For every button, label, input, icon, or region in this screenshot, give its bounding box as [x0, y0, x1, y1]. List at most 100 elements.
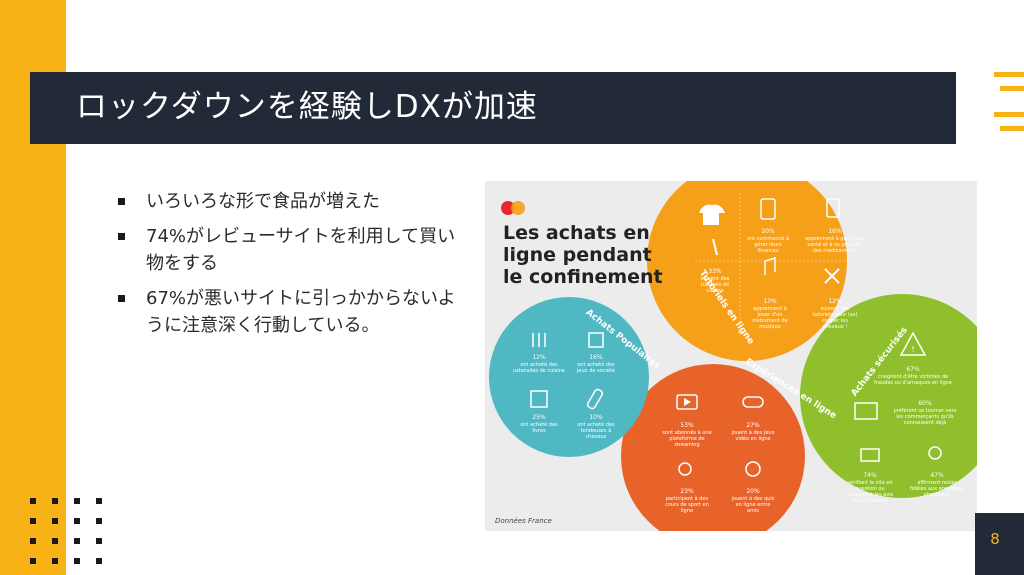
title-bar	[30, 72, 956, 144]
svg-text:participent à des: participent à des	[666, 495, 709, 502]
popular-item-clippers: 10% ont acheté des tondeuses à cheveux	[577, 388, 615, 440]
right-deco-lines	[994, 72, 1024, 152]
experience-item-video-games: 27% jouent à des jeux vidéo en ligne	[730, 396, 775, 442]
svg-text:vérifient le site en: vérifient le site en	[847, 479, 892, 486]
svg-text:apprennent à: apprennent à	[753, 305, 787, 312]
slide-title: ロックダウンを経験しDXが加速	[76, 89, 538, 125]
svg-text:fidèles aux enseignes: fidèles aux enseignes	[910, 485, 965, 492]
infographic-footer: Données France	[495, 517, 552, 525]
secure-item-fraud: ! 67% craignent d'être victimes de fraud…	[874, 331, 952, 386]
svg-text:des acheteurs: des acheteurs	[852, 498, 888, 504]
svg-text:74%: 74%	[863, 472, 877, 479]
svg-text:ont acheté des: ont acheté des	[520, 421, 558, 428]
svg-text:12%: 12%	[828, 298, 842, 305]
bullet-item: 74%がレビューサイトを利用して買い物をする	[118, 223, 458, 277]
svg-text:physiques.: physiques.	[924, 492, 951, 498]
grid-dot	[96, 498, 102, 504]
svg-text:jouer d'un: jouer d'un	[756, 312, 782, 318]
bike-icon	[678, 462, 692, 476]
svg-text:préfèrent se tourner vers: préfèrent se tourner vers	[894, 407, 957, 414]
grid-dot	[74, 538, 80, 544]
bullet-item: 67%が悪いサイトに引っかからないように注意深く行動している。	[118, 285, 458, 339]
svg-text:ont acheté des: ont acheté des	[577, 421, 615, 428]
svg-text:des médicaments: des médicaments	[813, 247, 858, 254]
tutorial-item-music: 13% apprennent à jouer d'un instrument d…	[752, 256, 788, 330]
svg-text:jouent à des jeux: jouent à des jeux	[730, 429, 774, 436]
svg-text:gérer leurs: gérer leurs	[754, 241, 782, 248]
svg-text:tondeuses à: tondeuses à	[581, 427, 612, 434]
decorative-dot-grid	[30, 498, 120, 575]
svg-text:47%: 47%	[930, 472, 944, 479]
online-experiences-circle	[621, 364, 805, 531]
bullet-square-icon	[118, 198, 125, 205]
svg-text:jouent à des quiz: jouent à des quiz	[731, 495, 775, 502]
gamepad-icon	[742, 396, 764, 408]
bullet-list: いろいろな形で食品が増えた 74%がレビューサイトを利用して買い物をする 67%…	[118, 188, 458, 347]
play-icon	[676, 394, 698, 410]
grid-dot	[96, 538, 102, 544]
tutorial-item-cooking: 33% suivent des tutoriels de cuisine	[699, 204, 730, 294]
grid-dot	[74, 498, 80, 504]
svg-text:60%: 60%	[918, 400, 932, 407]
grid-dot	[96, 558, 102, 564]
svg-text:!: !	[911, 345, 914, 354]
svg-text:craignent d'être victimes de: craignent d'être victimes de	[878, 373, 948, 380]
svg-text:16%: 16%	[828, 228, 842, 235]
bullet-text: 74%がレビューサイトを利用して買い物をする	[146, 226, 456, 274]
chef-hat-icon	[699, 204, 725, 225]
svg-text:santé et à se procurer: santé et à se procurer	[807, 241, 863, 248]
grid-dot	[52, 538, 58, 544]
shop-icon	[854, 402, 878, 420]
svg-text:connaissent déjà: connaissent déjà	[904, 419, 946, 426]
svg-text:fraudes ou d'arnaques en ligne: fraudes ou d'arnaques en ligne	[874, 380, 952, 386]
svg-text:53%: 53%	[680, 422, 694, 429]
tutorial-item-haircut: 12% suivent des tutoriels pour (se) coup…	[813, 268, 858, 330]
svg-text:affirment rester: affirment rester	[917, 480, 957, 486]
scissors-icon	[824, 268, 840, 284]
tutorial-item-health: 16% apprennent à gérer leur santé et à s…	[805, 198, 866, 254]
svg-text:cuisine: cuisine	[706, 288, 724, 294]
bullet-square-icon	[118, 233, 125, 240]
svg-text:amis: amis	[747, 508, 759, 514]
grid-dot	[52, 558, 58, 564]
svg-text:streaming: streaming	[674, 442, 699, 448]
bullet-text: 67%が悪いサイトに引っかからないように注意深く行動している。	[146, 288, 456, 336]
svg-text:couper les: couper les	[822, 318, 848, 324]
warning-icon	[899, 331, 927, 356]
svg-text:consultent les avis: consultent les avis	[847, 492, 894, 498]
tutorials-circle	[647, 181, 847, 361]
bullet-square-icon	[118, 295, 125, 302]
svg-text:suivent des: suivent des	[821, 306, 850, 312]
grid-dot	[30, 518, 36, 524]
svg-text:33%: 33%	[708, 268, 722, 275]
secure-item-physical-stores: 47% affirment rester fidèles aux enseign…	[910, 446, 965, 498]
brand-logo-red-icon	[501, 201, 515, 215]
svg-text:jeux de société: jeux de société	[576, 367, 615, 374]
svg-text:sont abonnés à une: sont abonnés à une	[662, 429, 711, 436]
music-note-icon	[764, 256, 776, 275]
svg-text:12%: 12%	[532, 354, 546, 361]
quiz-icon	[745, 461, 761, 477]
popular-item-books: 25% ont acheté des livres	[520, 390, 558, 434]
brand-logo-orange-icon	[511, 201, 525, 215]
svg-text:ont acheté des: ont acheté des	[520, 361, 558, 368]
secure-item-known-merchants: 60% préfèrent se tourner vers les commer…	[854, 400, 957, 426]
svg-text:apprennent à gérer leur: apprennent à gérer leur	[805, 235, 866, 242]
svg-text:10%: 10%	[589, 414, 603, 421]
svg-text:20%: 20%	[746, 488, 760, 495]
secure-item-reviews: 74% vérifient le site en question ou con…	[847, 448, 894, 504]
svg-text:finances: finances	[758, 248, 779, 254]
svg-text:ligne: ligne	[681, 508, 693, 514]
svg-text:plateforme de: plateforme de	[669, 436, 704, 442]
svg-text:23%: 23%	[680, 488, 694, 495]
svg-text:suivent des: suivent des	[701, 276, 730, 282]
svg-text:16%: 16%	[589, 354, 603, 361]
svg-text:ont commencé à: ont commencé à	[747, 235, 789, 242]
svg-text:tutoriels pour (se): tutoriels pour (se)	[813, 312, 858, 318]
svg-text:cheveux !: cheveux !	[823, 324, 848, 330]
experience-item-sport: 23% participent à des cours de sport en …	[665, 462, 709, 514]
bullet-text: いろいろな形で食品が増えた	[146, 191, 380, 212]
left-deco-lines	[0, 72, 16, 142]
infographic-heading-line1: Les achats en	[503, 222, 650, 244]
experience-item-quiz: 20% jouent à des quiz en ligne entre ami…	[731, 461, 775, 514]
